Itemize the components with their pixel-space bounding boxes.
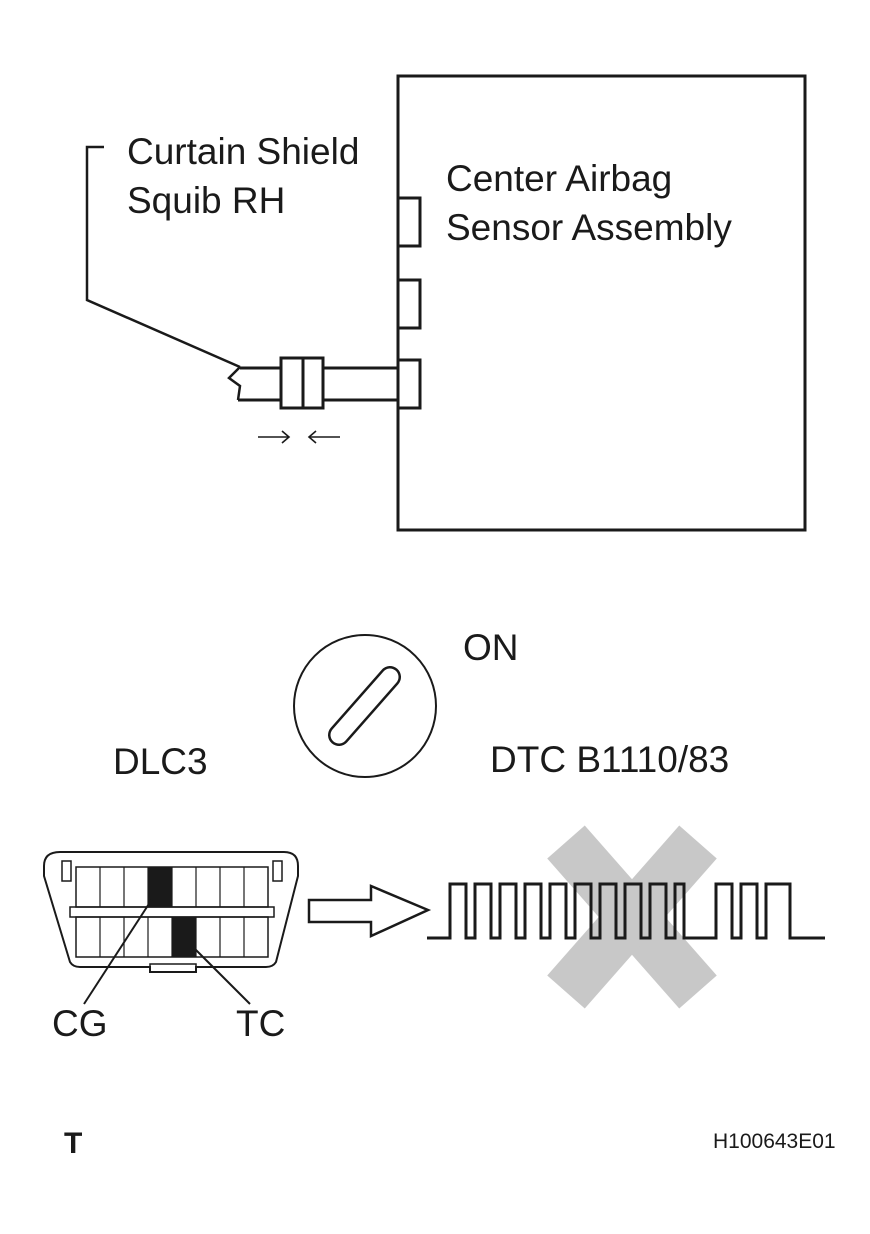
figure-code: H100643E01: [713, 1130, 836, 1153]
squib-connector: [227, 356, 398, 410]
disconnect-arrows-icon: [258, 430, 340, 444]
not-output-cross-icon: [547, 825, 717, 1009]
squib-label: Curtain Shield Squib RH: [127, 131, 359, 221]
right-arrow-icon: [307, 884, 432, 938]
ignition-position-label: ON: [463, 627, 519, 668]
dtc-label: DTC B1110/83: [490, 739, 729, 780]
dlc3-connector: [43, 851, 299, 973]
tc-terminal-label: TC: [236, 1003, 285, 1044]
cg-terminal-label: CG: [52, 1003, 108, 1044]
sensor-connector-port-1: [396, 196, 422, 248]
corner-mark: T: [64, 1127, 82, 1160]
ecu-label-line2: Sensor Assembly: [446, 207, 732, 248]
squib-label-line1: Curtain Shield: [127, 131, 359, 172]
center-airbag-sensor-assembly: [396, 74, 807, 532]
tc-leader-line: [185, 939, 251, 1005]
dlc3-latch-right: [272, 860, 283, 882]
dtc-pulse-waveform: [427, 882, 825, 940]
dlc3-latch-left: [61, 860, 72, 882]
ecu-label-line1: Center Airbag: [446, 158, 672, 199]
sensor-connector-port-2: [396, 278, 422, 330]
ecu-label: Center Airbag Sensor Assembly: [446, 158, 732, 248]
ignition-switch-icon: [293, 634, 437, 778]
squib-label-line2: Squib RH: [127, 180, 285, 221]
cg-leader-line: [83, 892, 157, 1005]
tc-terminal: [172, 917, 196, 957]
dlc3-key-tab: [149, 963, 197, 973]
connector-half-left: [279, 356, 305, 410]
dlc3-label: DLC3: [113, 741, 208, 782]
wire-break-mark: [227, 366, 242, 401]
squib-leader-line: [85, 145, 241, 369]
connector-half-right: [301, 356, 325, 410]
sensor-connector-port-3: [396, 358, 422, 410]
